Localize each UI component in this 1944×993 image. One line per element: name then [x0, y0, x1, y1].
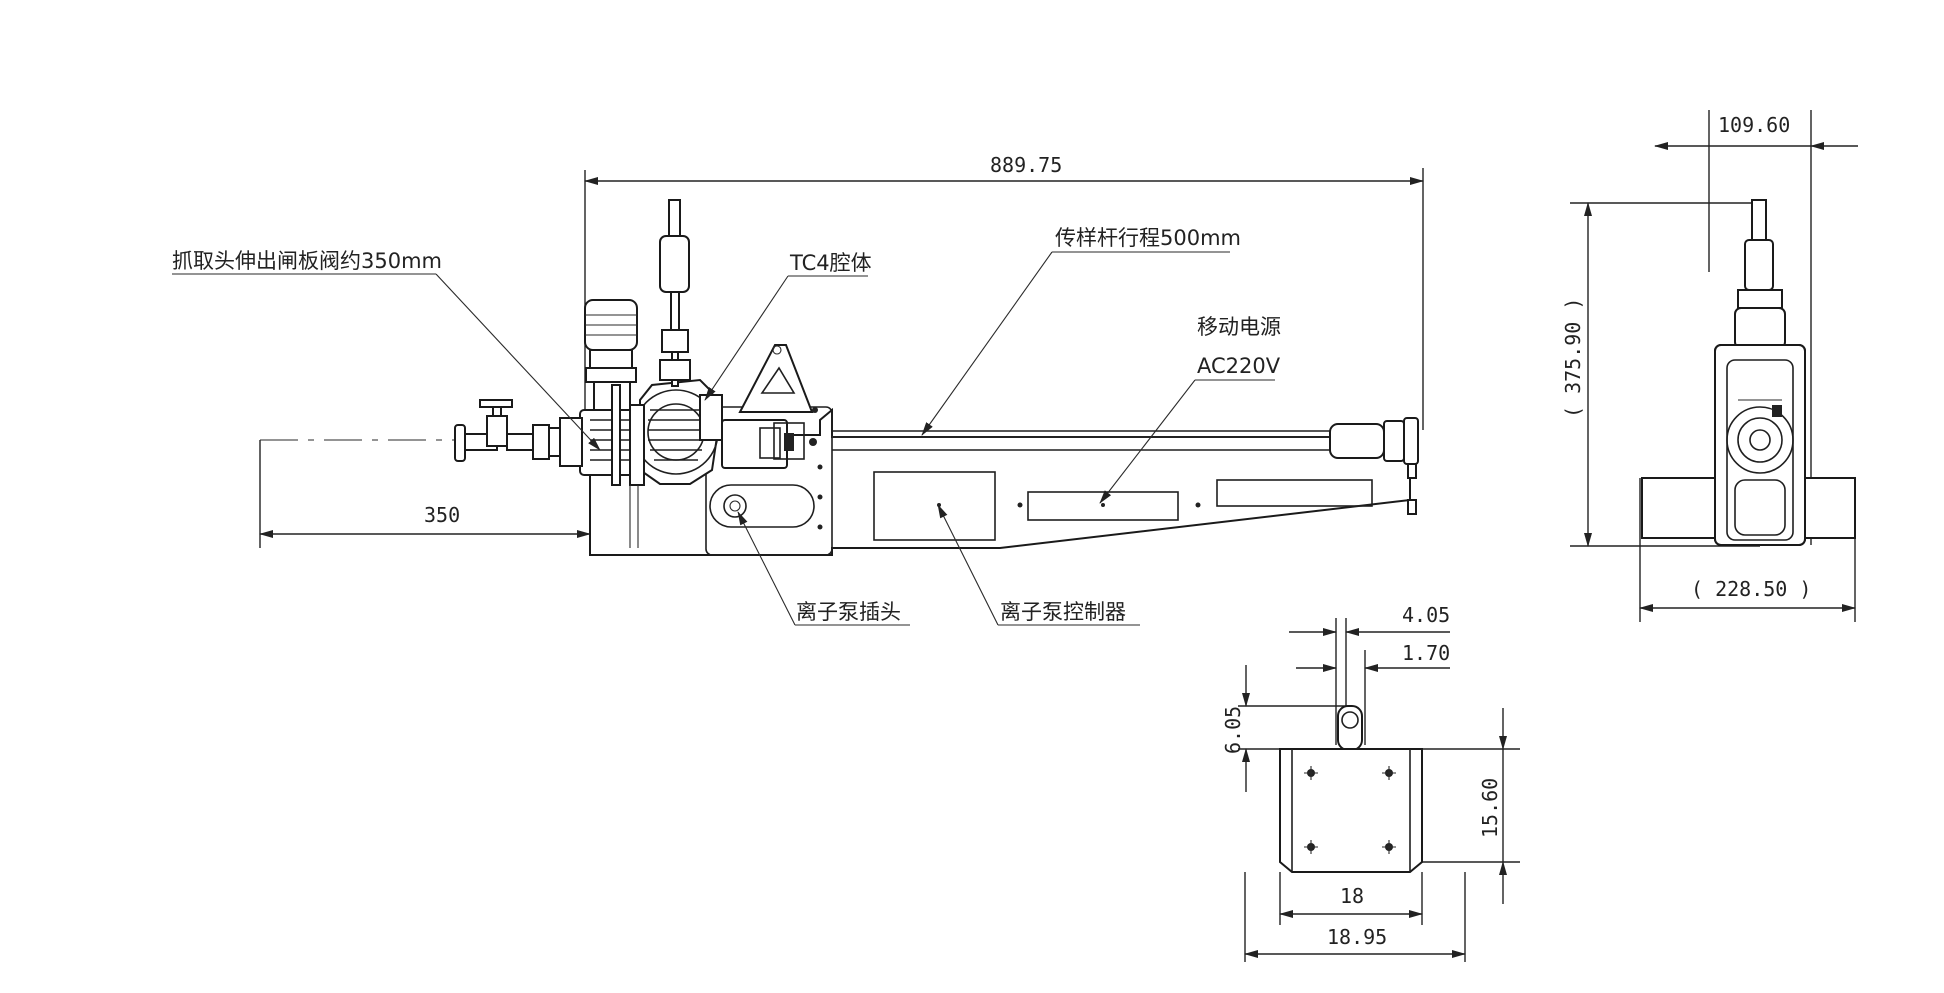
battery-box [1216, 479, 1373, 507]
dim-side-height: ( 375.90 ) [1561, 298, 1585, 418]
label-mobile-power-voltage: AC220V [1197, 354, 1281, 378]
label-tc4-chamber: TC4腔体 [789, 251, 872, 275]
dim-bracket-a: 4.05 [1402, 603, 1450, 627]
ion-pump-controller-box [873, 471, 996, 541]
label-ion-pump-controller: 离子泵控制器 [1000, 600, 1126, 624]
label-gripper-extension: 抓取头伸出闸板阀约350mm [172, 249, 442, 273]
label-ion-pump-plug: 离子泵插头 [796, 600, 901, 624]
label-mobile-power: 移动电源 [1197, 315, 1281, 339]
label-transfer-rod-stroke: 传样杆行程500mm [1055, 226, 1241, 250]
dim-overall-length-text: 889.75 [990, 153, 1062, 177]
dim-bracket-inner-width: 18 [1340, 884, 1364, 908]
tc4-chamber [633, 378, 723, 485]
dim-side-width-top: 109.60 [1718, 113, 1790, 137]
dim-bracket-height: 15.60 [1478, 778, 1502, 838]
dim-bracket-b: 1.70 [1402, 641, 1450, 665]
vertical-manipulator [659, 199, 691, 387]
rod-end-handle [1329, 423, 1385, 459]
side-valve [454, 399, 550, 462]
bracket-detail: 4.05 1.70 6.05 15.60 18 [1221, 603, 1520, 962]
dim-overall-length: 889.75 [584, 153, 1424, 430]
front-view: 889.75 350 [259, 153, 1424, 556]
annotations: 抓取头伸出闸板阀约350mm TC4腔体 传样杆行程500mm 移动电源 AC2… [172, 226, 1281, 626]
ion-pump-plug-slot [709, 484, 815, 528]
side-view: 109.60 ( 375.90 ) ( 228.50 ) [1561, 110, 1858, 622]
dim-bracket-c: 6.05 [1221, 706, 1245, 754]
lifting-lug [738, 344, 814, 413]
dim-bracket-outer-width: 18.95 [1327, 925, 1387, 949]
dim-gripper-offset: 350 [259, 439, 591, 548]
dim-gripper-offset-text: 350 [424, 503, 460, 527]
dim-side-width-bottom: ( 228.50 ) [1691, 577, 1811, 601]
